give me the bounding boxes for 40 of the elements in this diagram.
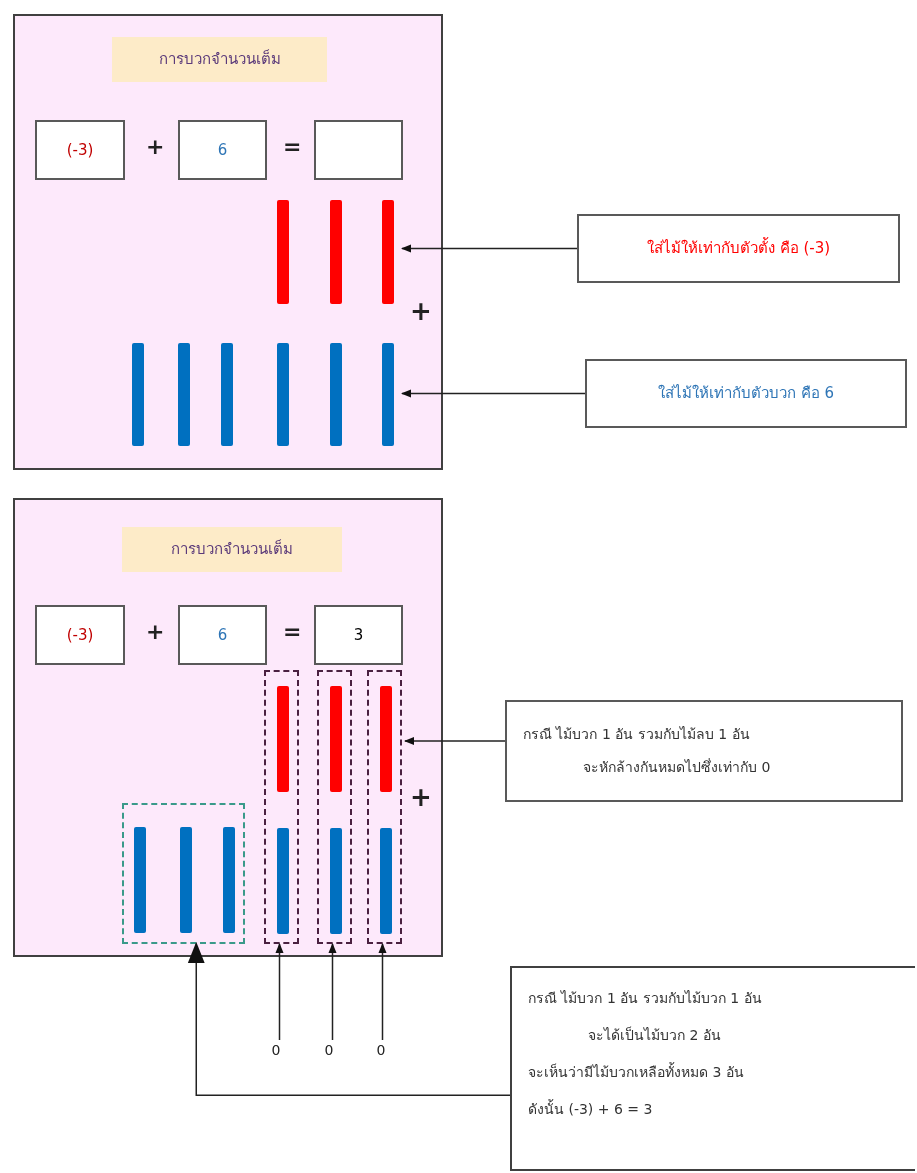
title-banner: การบวกจำนวนเต็ม [112,37,327,82]
math-sign: + [410,784,432,810]
explanation-box [510,966,915,1171]
title-banner: การบวกจำนวนเต็ม [122,527,342,572]
zero-label: 0 [268,1040,284,1060]
number-box: 6 [178,120,267,180]
panel [13,14,443,470]
zero-label: 0 [373,1040,389,1060]
panel [13,498,443,957]
math-sign: = [283,621,302,643]
arrow [187,941,511,1096]
arrow [328,942,337,1041]
dashed-group-box [122,803,245,944]
callout-text: กรณี ไม้บวก 1 อัน รวมกับไม้ลบ 1 อัน [523,725,751,744]
callout-box [505,700,903,802]
arrow [400,244,578,253]
dashed-group-box [317,670,352,944]
number-box: (-3) [35,120,125,180]
callout-text: จะเห็นว่ามีไม้บวกเหลือทั้งหมด 3 อัน [528,1062,745,1082]
number-box: (-3) [35,605,125,665]
arrow [275,942,284,1041]
math-sign: = [283,136,302,158]
callout-text: จะได้เป็นไม้บวก 2 อัน [587,1025,722,1045]
math-sign: + [146,136,165,158]
dashed-group-box [264,670,299,944]
arrow [400,389,586,398]
dashed-group-box [367,670,402,944]
arrow [378,942,387,1041]
callout-text: กรณี ไม้บวก 1 อัน รวมกับไม้บวก 1 อัน [528,989,763,1008]
math-sign: + [146,621,165,643]
callout-box: ใส่ไม้ให้เท่ากับตัวบวก คือ 6 [585,359,907,428]
number-box: 6 [178,605,267,665]
callout-box: ใส่ไม้ให้เท่ากับตัวตั้ง คือ (-3) [577,214,900,283]
answer-box [314,120,403,180]
number-box: 3 [314,605,403,665]
math-sign: + [410,298,432,324]
callout-text: ดังนั้น (-3) + 6 = 3 [528,1099,654,1119]
zero-label: 0 [321,1040,337,1060]
arrow [403,736,506,746]
callout-text: จะหักล้างกันหมดไปซึ่งเท่ากับ 0 [582,757,772,777]
